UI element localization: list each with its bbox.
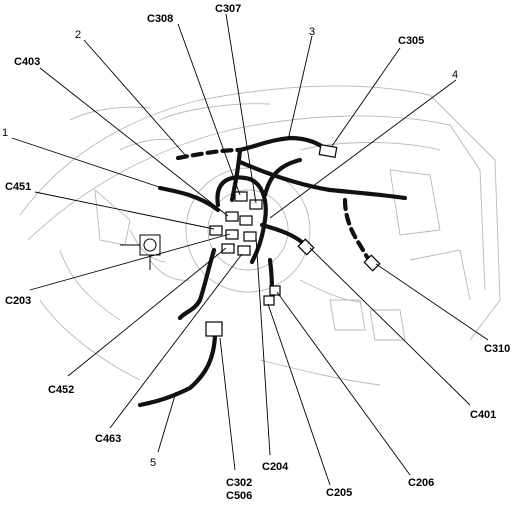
harness-4b — [262, 157, 303, 198]
callout-c205: C205 — [326, 487, 352, 499]
harness-lower — [177, 247, 217, 321]
callout-c308: C308 — [147, 13, 173, 25]
callout-c305: C305 — [398, 35, 424, 47]
callout-item-2: 2 — [75, 29, 81, 41]
callout-item-1: 1 — [2, 127, 8, 139]
callout-c401: C401 — [470, 409, 496, 421]
callout-c206: C206 — [408, 477, 434, 489]
callout-c463: C463 — [95, 433, 121, 445]
callout-item-3: 3 — [309, 26, 315, 38]
callout-c403: C403 — [14, 56, 40, 68]
callout-c506: C506 — [226, 490, 252, 502]
harness-5 — [137, 332, 218, 408]
leader-lines — [11, 13, 489, 486]
callout-c310: C310 — [484, 343, 510, 355]
callout-c451: C451 — [5, 181, 31, 193]
callout-item-5: 5 — [150, 457, 156, 469]
callout-c307: C307 — [215, 3, 241, 15]
harness-center-loop — [215, 175, 268, 265]
callout-c204: C204 — [262, 461, 289, 473]
callout-c452: C452 — [48, 384, 74, 396]
steering-column — [120, 234, 161, 270]
harness-4 — [259, 222, 308, 248]
callout-item-4: 4 — [452, 69, 458, 81]
harness-main — [229, 147, 408, 203]
callout-c203: C203 — [5, 295, 31, 307]
harness-2 — [175, 147, 243, 161]
harness-1 — [157, 185, 221, 213]
connector-blocks — [205, 143, 381, 337]
harness-3 — [237, 135, 331, 153]
callout-c302: C302 — [226, 477, 252, 489]
harness-right-dash — [342, 197, 373, 265]
